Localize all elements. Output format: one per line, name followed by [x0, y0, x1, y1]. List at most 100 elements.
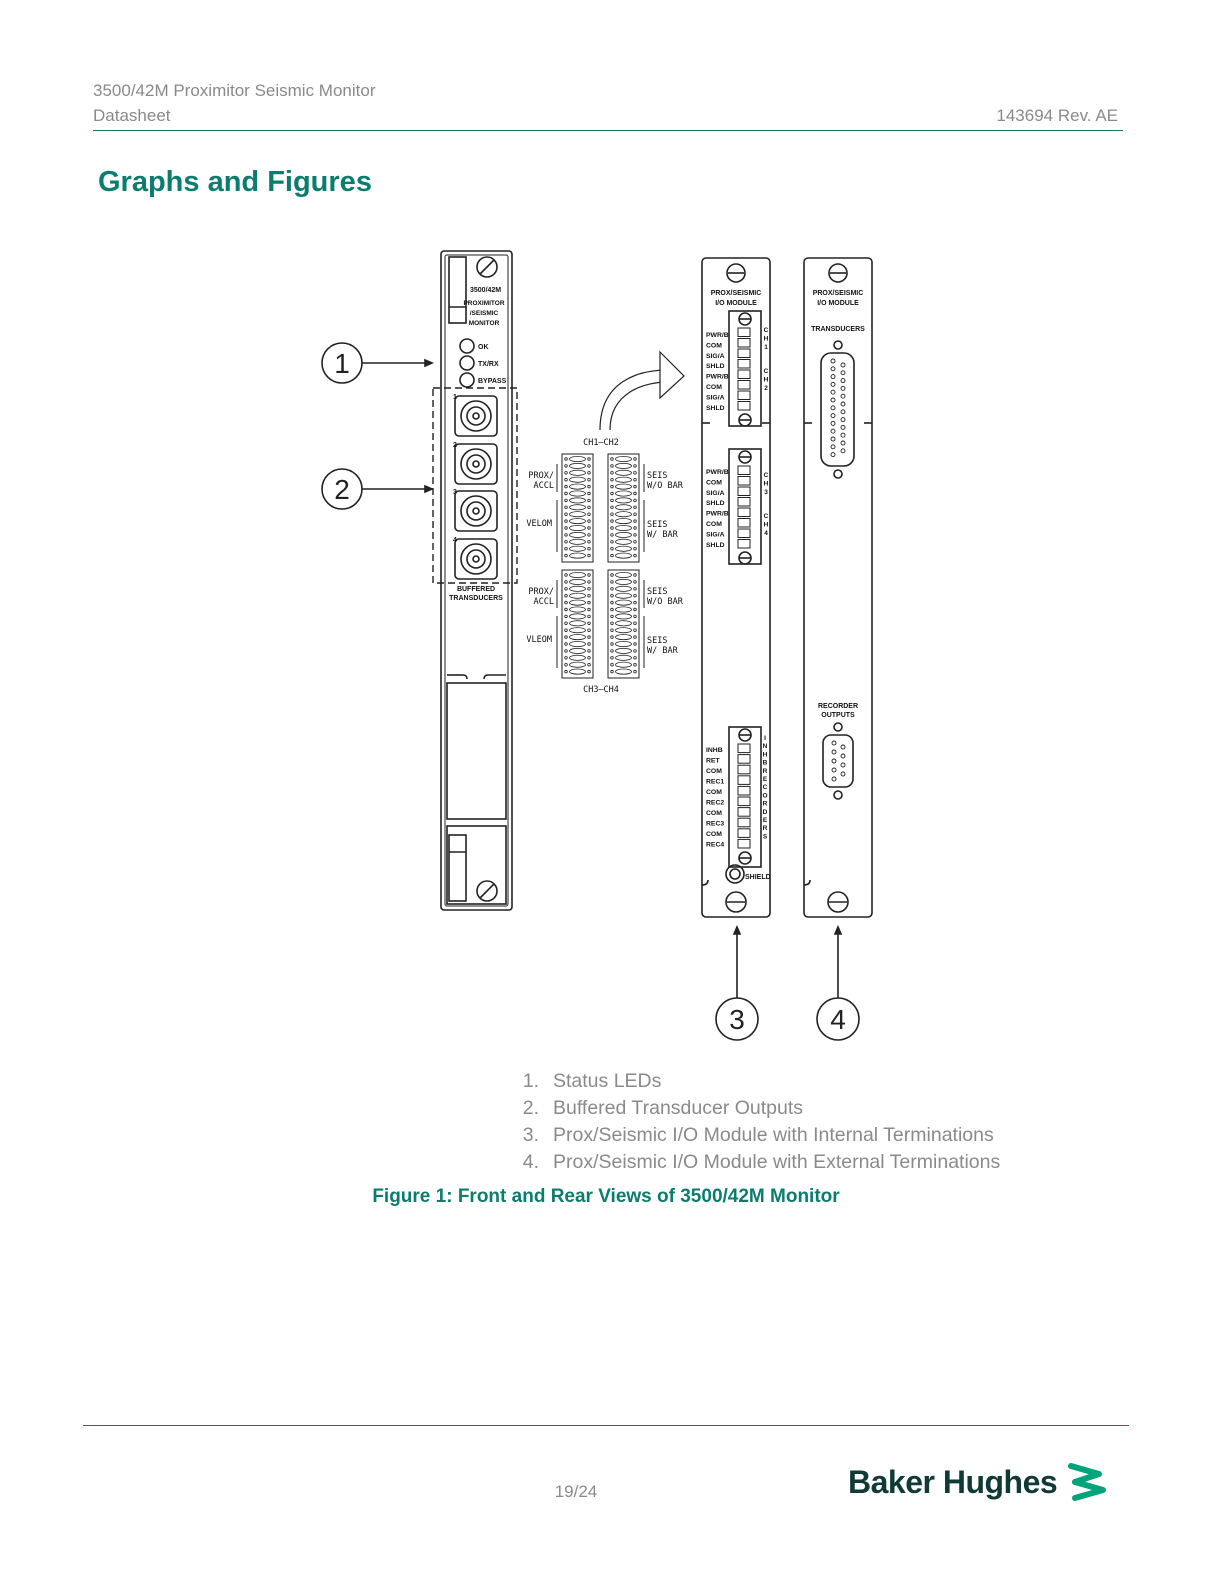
side-letter: 3	[764, 489, 768, 496]
jumper-pin	[633, 600, 637, 605]
terminal-label: INHB	[706, 747, 723, 754]
side-letter: C	[763, 784, 768, 791]
brand-name: Baker Hughes	[848, 1463, 1058, 1500]
terminal-label: COM	[706, 831, 722, 838]
shield-label: SHIELD	[745, 874, 771, 881]
jumper-pin	[587, 464, 591, 468]
jumper-pin	[615, 620, 632, 627]
terminal-label: COM	[706, 342, 722, 349]
pin	[831, 758, 837, 764]
jumper-pin	[610, 498, 614, 503]
jumper-pin	[610, 457, 614, 461]
jumper-pin	[633, 628, 637, 632]
jumper-pin	[633, 635, 637, 639]
callout-4-text: 4	[830, 1004, 846, 1035]
jumper-pin	[564, 491, 568, 496]
jumper-pin	[633, 533, 637, 537]
internal-io-module	[701, 257, 771, 918]
pin	[840, 432, 846, 438]
jumper-pin	[569, 545, 586, 552]
jumper-pin	[615, 469, 632, 476]
jumper-pin	[569, 525, 586, 532]
jumper-pin	[569, 668, 586, 675]
terminal-label: PWR/B	[706, 511, 729, 518]
jumper-pin	[569, 647, 586, 654]
external-io-module	[803, 257, 873, 918]
side-letter: H	[764, 377, 769, 384]
jumper-pin	[633, 505, 637, 509]
terminal-label: PWR/B	[706, 469, 729, 476]
pin	[831, 767, 837, 773]
jumper-pin	[564, 505, 568, 509]
terminal-label: REC3	[706, 821, 724, 828]
jb-top-left-3: VELOM	[526, 519, 552, 529]
jumper-pin	[587, 573, 591, 577]
pin	[831, 776, 837, 782]
jumper-pin	[587, 491, 591, 496]
jumper-pin	[610, 614, 614, 619]
terminal-cell	[737, 817, 751, 828]
side-letter: N	[763, 743, 768, 750]
monitor-figure: 3500/42M PROXIMITOR /SEISMIC MONITOR OK …	[321, 250, 873, 1041]
buffered-label-1: BUFFERED	[457, 586, 495, 593]
pin	[830, 381, 836, 387]
terminal-cell	[737, 390, 751, 400]
jumper-pin	[615, 647, 632, 654]
channel-label-2: 2	[453, 442, 457, 449]
terminal-label: SIG/A	[706, 394, 725, 401]
jumper-pin	[564, 464, 568, 468]
terminal-label: PWR/B	[706, 374, 729, 381]
jumper-pin	[569, 599, 586, 606]
legend-item: 2.Buffered Transducer Outputs	[522, 1097, 804, 1119]
jumper-pin	[569, 592, 586, 599]
led-txrx-icon	[459, 355, 475, 371]
page-number: 19/24	[554, 1482, 598, 1501]
jumper-pin	[569, 511, 586, 518]
jumper-pin	[569, 641, 586, 648]
jumper-pin	[610, 526, 614, 530]
jumper-pin	[587, 505, 591, 509]
jumper-pin	[587, 526, 591, 530]
legend-item: 4.Prox/Seismic I/O Module with External …	[522, 1151, 1001, 1173]
jumper-pin	[610, 484, 614, 489]
jumper-pin	[610, 540, 614, 544]
jumper-pin	[615, 578, 632, 585]
pin	[840, 424, 846, 430]
pin	[830, 374, 836, 380]
jumper-pin	[587, 540, 591, 544]
jumper-block-top	[556, 453, 645, 563]
pin	[830, 366, 836, 372]
terminal-cell	[737, 528, 751, 538]
side-letter: H	[764, 481, 769, 488]
terminal-label: SHLD	[706, 542, 725, 549]
jb-top-right-4: W/ BAR	[647, 530, 679, 540]
jumper-pin	[564, 649, 568, 653]
jumper-pin	[587, 669, 591, 674]
header-divider	[93, 130, 1123, 131]
jumper-pin	[615, 606, 632, 613]
front-model: 3500/42M	[470, 287, 501, 294]
jumper-pin	[615, 592, 632, 599]
pin	[830, 389, 836, 395]
db9-connector-icon	[822, 734, 854, 788]
pin	[830, 444, 836, 450]
pin	[830, 358, 836, 364]
doc-title: 3500/42M Proximitor Seismic Monitor	[93, 81, 376, 100]
jumper-pin	[610, 663, 614, 667]
jumper-pin	[615, 613, 632, 620]
jumper-pin	[587, 580, 591, 584]
pin	[830, 405, 836, 411]
jumper-pin	[610, 505, 614, 509]
terminal-label: SIG/A	[706, 531, 725, 538]
terminal-cell	[737, 401, 751, 411]
terminal-cell	[737, 348, 751, 358]
side-letter: S	[763, 833, 768, 840]
terminal-label: COM	[706, 789, 722, 796]
jumper-pin	[633, 471, 637, 475]
jumper-pin	[569, 606, 586, 613]
side-letter: H	[763, 751, 768, 758]
jumper-pin	[587, 519, 591, 523]
jumper-pin	[564, 512, 568, 516]
jumper-pin	[610, 635, 614, 639]
callout-3-text: 3	[729, 1004, 745, 1035]
